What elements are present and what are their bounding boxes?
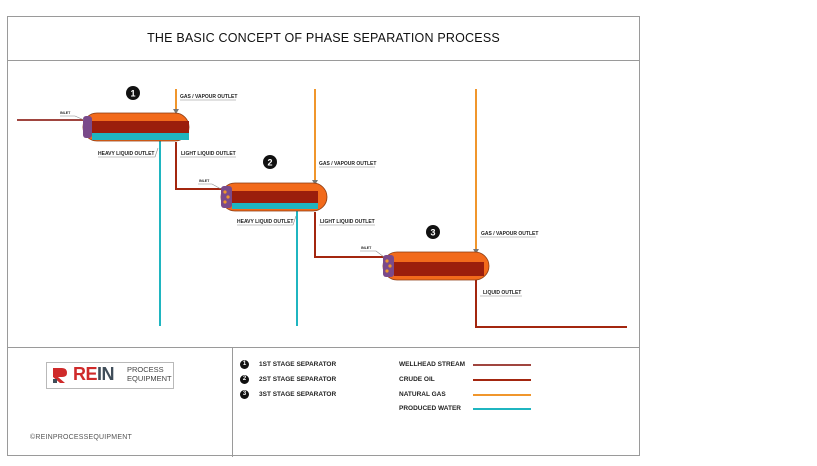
stage3-inlet-label: INLET (361, 246, 372, 250)
rein-logo-icon (53, 368, 67, 383)
logo-word-in: IN (97, 364, 115, 384)
legend-gas-swatch (473, 394, 531, 396)
legend-water-swatch (473, 408, 531, 410)
badge-circle (263, 155, 277, 169)
stage1-light-label: LIGHT LIQUID OUTLET (181, 151, 236, 157)
arrow-heads (173, 109, 479, 254)
stage3-oil-pipe (475, 278, 627, 328)
pipes (17, 89, 627, 328)
logo-subtitle: PROCESS EQUIPMENT (127, 365, 172, 383)
stage2-oil-pipe (314, 212, 386, 258)
stage1-heavy-label: HEAVY LIQUID OUTLET (98, 151, 154, 157)
vessel-oil-layer (92, 121, 189, 133)
legend-stage-1-label: 1ST STAGE SEPARATOR (259, 361, 337, 368)
page-title: THE BASIC CONCEPT OF PHASE SEPARATION PR… (147, 31, 500, 45)
leader-line (237, 215, 297, 226)
stage3-gas-label: GAS / VAPOUR OUTLET (481, 231, 538, 237)
legend-crude-label: CRUDE OIL (399, 376, 435, 383)
legend-badge-1: 1 (240, 360, 249, 369)
legend-stage-3-label: 3ST STAGE SEPARATOR (259, 391, 337, 398)
stage2-gas-label: GAS / VAPOUR OUTLET (319, 161, 376, 167)
vessel-water-layer (232, 203, 318, 209)
separator-vessel-2 (220, 182, 328, 212)
legend-gas-label: NATURAL GAS (399, 391, 446, 398)
legend-badge-2: 2 (240, 375, 249, 384)
badge-number: 3 (430, 228, 435, 238)
company-logo: REIN PROCESS EQUIPMENT (46, 362, 174, 389)
logo-word-re: RE (73, 364, 98, 384)
logo-wordmark: REIN (73, 364, 115, 385)
arrow-icon (173, 109, 179, 114)
inlet-diffuser-dot (223, 200, 227, 204)
legend-wellhead-swatch (473, 364, 531, 366)
inlet-diffuser-dot (226, 195, 230, 199)
vessel-water-layer (92, 133, 189, 140)
leader-lines (60, 99, 536, 297)
badge-number: 1 (130, 89, 135, 99)
stage-badge-2: 2 (263, 155, 277, 169)
separator-vessel-3 (382, 251, 490, 281)
stage2-light-label: LIGHT LIQUID OUTLET (320, 219, 375, 225)
diagram-frame: THE BASIC CONCEPT OF PHASE SEPARATION PR… (7, 16, 640, 457)
vessel-oil-layer (394, 262, 484, 276)
inlet-diffuser-dot (385, 259, 389, 263)
stage2-inlet-label: INLET (199, 179, 210, 183)
labels: INLET GAS / VAPOUR OUTLET LIGHT LIQUID O… (60, 94, 538, 296)
footer-divider (232, 348, 233, 457)
inlet-diffuser-dot (223, 190, 227, 194)
vessel-oil-layer (232, 191, 318, 203)
inlet-diffuser-dot (388, 264, 392, 268)
legend-water-label: PRODUCED WATER (399, 405, 461, 412)
badge-circle (126, 86, 140, 100)
logo-line-2: EQUIPMENT (127, 373, 172, 383)
vessel-inlet-cap (83, 116, 92, 138)
stage-badge-1: 1 (126, 86, 140, 100)
stage1-oil-pipe (175, 142, 224, 190)
copyright-text: ©REINPROCESSEQUIPMENT (30, 434, 132, 441)
leader-line (98, 147, 159, 158)
legend-crude-swatch (473, 379, 531, 381)
legend-badge-3: 3 (240, 390, 249, 399)
badge-number: 2 (267, 158, 272, 168)
inlet-diffuser-dot (385, 269, 389, 273)
leader-line (60, 115, 85, 121)
leader-line (360, 250, 385, 258)
leader-line (198, 183, 222, 190)
badge-circle (426, 225, 440, 239)
legend-wellhead-label: WELLHEAD STREAM (399, 361, 466, 368)
stage-badges: 1 2 3 (126, 86, 440, 239)
stage3-liquid-label: LIQUID OUTLET (483, 290, 521, 296)
legend-stage-2-label: 2ST STAGE SEPARATOR (259, 376, 337, 383)
arrow-icon (473, 249, 479, 254)
title-bar: THE BASIC CONCEPT OF PHASE SEPARATION PR… (8, 17, 639, 61)
stage2-heavy-label: HEAVY LIQUID OUTLET (237, 219, 293, 225)
arrow-icon (312, 180, 318, 185)
logo-line-1: PROCESS (127, 365, 164, 374)
stage1-inlet-label: INLET (60, 111, 71, 115)
stage1-gas-label: GAS / VAPOUR OUTLET (180, 94, 237, 100)
legend-footer (8, 347, 639, 457)
separator-vessel-1 (82, 112, 190, 142)
stage-badge-3: 3 (426, 225, 440, 239)
